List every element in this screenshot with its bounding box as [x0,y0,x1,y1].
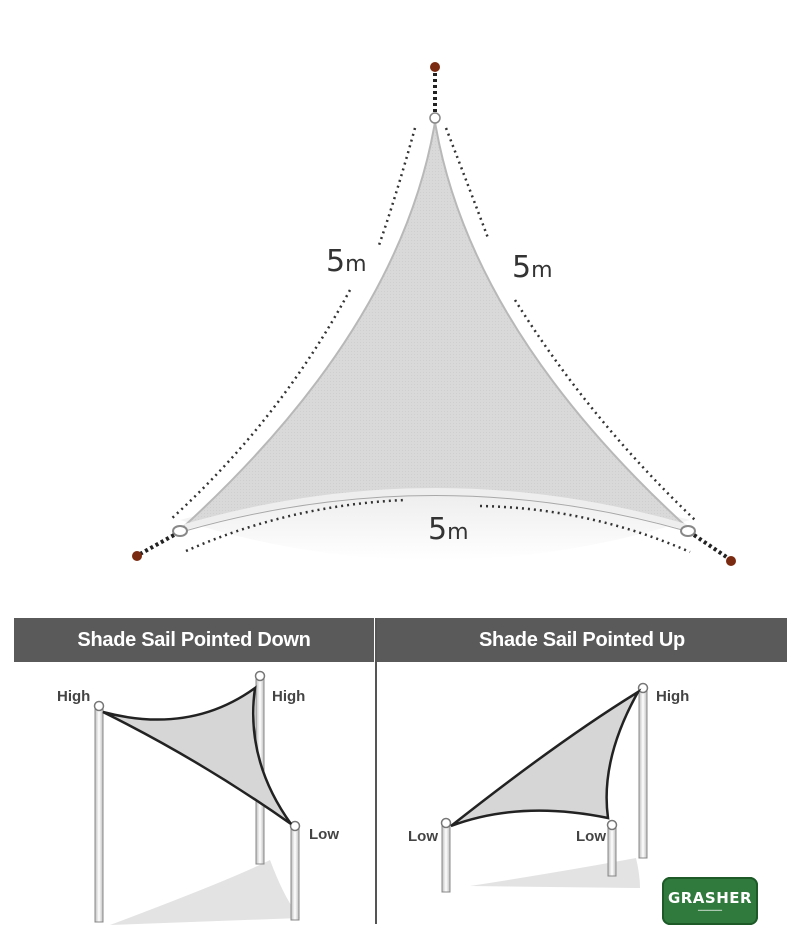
dimension-guides [169,127,696,554]
left-ring-icon [172,525,188,537]
grasher-logo: GRASHER ━━━━━━━━ [662,877,758,925]
top-anchor-icon [430,62,440,72]
pole-high [638,689,648,859]
label-left-high: High [57,688,91,705]
sail-shadow [180,485,690,560]
left-rope [139,533,175,556]
right-ring-icon [680,525,696,537]
top-ring-icon [429,112,441,124]
panel-title-pointed-down: Shade Sail Pointed Down [14,618,374,662]
sail-body [179,121,691,531]
label-high: High [656,688,690,705]
pointed-up-illustration [440,682,649,893]
sail-hem [184,488,687,530]
pole-low [290,827,300,921]
triangle-sail-diagram [132,62,736,566]
pole-left-high [94,707,104,923]
label-low: Low [309,826,339,843]
pointed-down-illustration [93,670,301,925]
dimension-label-bottom: 5m [428,512,469,547]
logo-tagline-icon: ━━━━━━━━ [697,907,723,914]
dimension-label-right: 5m [512,250,553,285]
sail-up [450,688,642,828]
label-left-low: Low [408,828,438,845]
sail-down [102,685,293,826]
right-rope [692,533,730,560]
panel-title-pointed-up: Shade Sail Pointed Up [377,618,787,662]
logo-text: GRASHER [667,888,753,907]
ground-shadow-up [470,858,640,888]
pole-mid-low [607,827,617,877]
pole-left-low [441,825,451,893]
dimension-label-left: 5m [326,244,367,279]
label-right-high: High [272,688,306,705]
right-anchor-icon [726,556,736,566]
ground-shadow-down [110,860,300,925]
left-anchor-icon [132,551,142,561]
label-mid-low: Low [576,828,606,845]
